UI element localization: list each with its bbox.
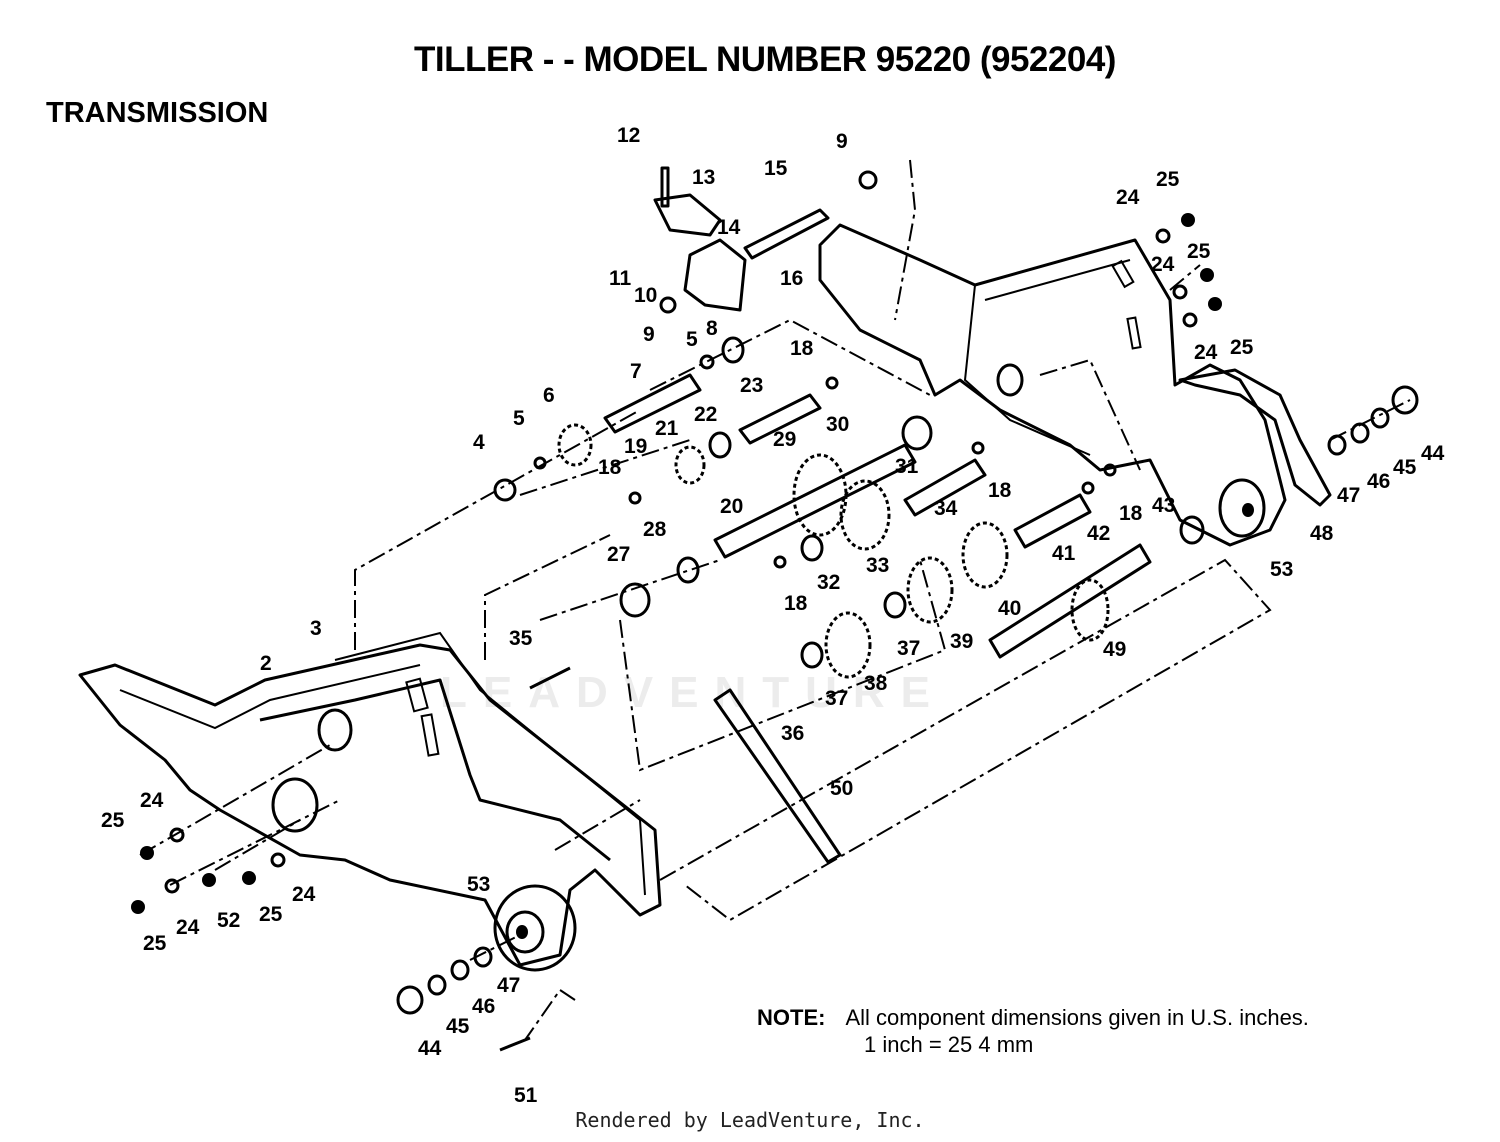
callout-24: 24 xyxy=(1116,186,1140,209)
callout-25: 25 xyxy=(143,932,167,955)
callout-46: 46 xyxy=(472,995,495,1018)
callout-19: 19 xyxy=(624,435,647,458)
callout-18: 18 xyxy=(988,479,1012,502)
callout-24: 24 xyxy=(140,789,164,812)
note-line2: 1 inch = 25 4 mm xyxy=(864,1032,1034,1057)
callout-53: 53 xyxy=(467,873,490,896)
callout-13: 13 xyxy=(692,166,715,189)
callout-labels: 12 13 15 9 14 11 10 16 9 8 5 7 18 23 6 5… xyxy=(101,124,1445,1107)
callout-12: 12 xyxy=(617,124,640,147)
callout-51: 51 xyxy=(514,1084,538,1107)
chain-50 xyxy=(713,688,842,864)
callout-33: 33 xyxy=(866,554,889,577)
callout-47: 47 xyxy=(1337,484,1360,507)
callout-28: 28 xyxy=(643,518,667,541)
callout-21: 21 xyxy=(655,417,679,440)
callout-44: 44 xyxy=(1421,442,1445,465)
callout-18: 18 xyxy=(598,456,622,479)
section-heading: TRANSMISSION xyxy=(46,97,269,129)
callout-16: 16 xyxy=(780,267,803,290)
callout-32: 32 xyxy=(817,571,840,594)
callout-11: 11 xyxy=(609,267,632,290)
callout-50: 50 xyxy=(830,777,853,800)
callout-20: 20 xyxy=(720,495,743,518)
callout-37: 37 xyxy=(825,687,848,710)
callout-35: 35 xyxy=(509,627,533,650)
callout-27: 27 xyxy=(607,543,630,566)
callout-24: 24 xyxy=(176,916,200,939)
assembly-lines xyxy=(139,159,1411,1041)
callout-15: 15 xyxy=(764,157,788,180)
callout-9: 9 xyxy=(643,323,655,346)
note-block: NOTE: All component dimensions given in U… xyxy=(757,1004,1309,1057)
bushings xyxy=(493,376,1205,690)
callout-48: 48 xyxy=(1310,522,1334,545)
hardware-right-stack xyxy=(1327,385,1419,456)
callout-42: 42 xyxy=(1087,522,1110,545)
note-line1: All component dimensions given in U.S. i… xyxy=(845,1005,1309,1030)
callout-18: 18 xyxy=(784,592,808,615)
callout-24: 24 xyxy=(1194,341,1218,364)
callout-18: 18 xyxy=(790,337,814,360)
callout-7: 7 xyxy=(630,360,642,383)
callout-25: 25 xyxy=(1187,240,1211,263)
callout-25: 25 xyxy=(1230,336,1254,359)
callout-24: 24 xyxy=(292,883,316,906)
callout-36: 36 xyxy=(781,722,804,745)
hardware-lower-stack xyxy=(396,946,531,1052)
callout-34: 34 xyxy=(934,497,958,520)
callout-24: 24 xyxy=(1151,253,1175,276)
callout-41: 41 xyxy=(1052,542,1076,565)
callout-2: 2 xyxy=(260,652,272,675)
callout-43: 43 xyxy=(1152,494,1175,517)
callout-37: 37 xyxy=(897,637,920,660)
callout-52: 52 xyxy=(217,909,240,932)
callout-31: 31 xyxy=(895,455,919,478)
callout-40: 40 xyxy=(998,597,1021,620)
pulley-53-lower xyxy=(493,884,577,972)
callout-53: 53 xyxy=(1270,558,1293,581)
note-label: NOTE: xyxy=(757,1005,826,1030)
callout-5: 5 xyxy=(686,328,698,351)
callout-45: 45 xyxy=(446,1015,470,1038)
callout-39: 39 xyxy=(950,630,973,653)
cover-48 xyxy=(1178,368,1332,507)
callout-23: 23 xyxy=(740,374,763,397)
callout-5: 5 xyxy=(513,407,525,430)
gears xyxy=(557,423,1110,679)
shift-assembly xyxy=(653,166,878,370)
callout-25: 25 xyxy=(259,903,283,926)
callout-18: 18 xyxy=(1119,502,1143,525)
callout-14: 14 xyxy=(717,216,741,239)
left-housing-2 xyxy=(78,643,662,967)
callout-22: 22 xyxy=(694,403,717,426)
callout-6: 6 xyxy=(543,384,555,407)
callout-9: 9 xyxy=(836,130,848,153)
callout-8: 8 xyxy=(706,317,718,340)
callout-49: 49 xyxy=(1103,638,1126,661)
callout-45: 45 xyxy=(1393,456,1417,479)
callout-3: 3 xyxy=(310,617,322,640)
callout-25: 25 xyxy=(101,809,125,832)
right-housing xyxy=(818,223,1287,547)
diagram-title: TILLER - - MODEL NUMBER 95220 (952204) xyxy=(414,40,1116,79)
shafts xyxy=(603,373,1152,659)
callout-29: 29 xyxy=(773,428,796,451)
callout-44: 44 xyxy=(418,1037,442,1060)
callout-38: 38 xyxy=(864,672,888,695)
footer-credit: Rendered by LeadVenture, Inc. xyxy=(575,1108,925,1132)
callout-4: 4 xyxy=(473,431,485,454)
callout-10: 10 xyxy=(634,284,657,307)
callout-46: 46 xyxy=(1367,470,1390,493)
gasket-3 xyxy=(334,631,646,896)
callout-47: 47 xyxy=(497,974,520,997)
callout-30: 30 xyxy=(826,413,849,436)
callout-25: 25 xyxy=(1156,168,1180,191)
fasteners xyxy=(131,213,1222,914)
